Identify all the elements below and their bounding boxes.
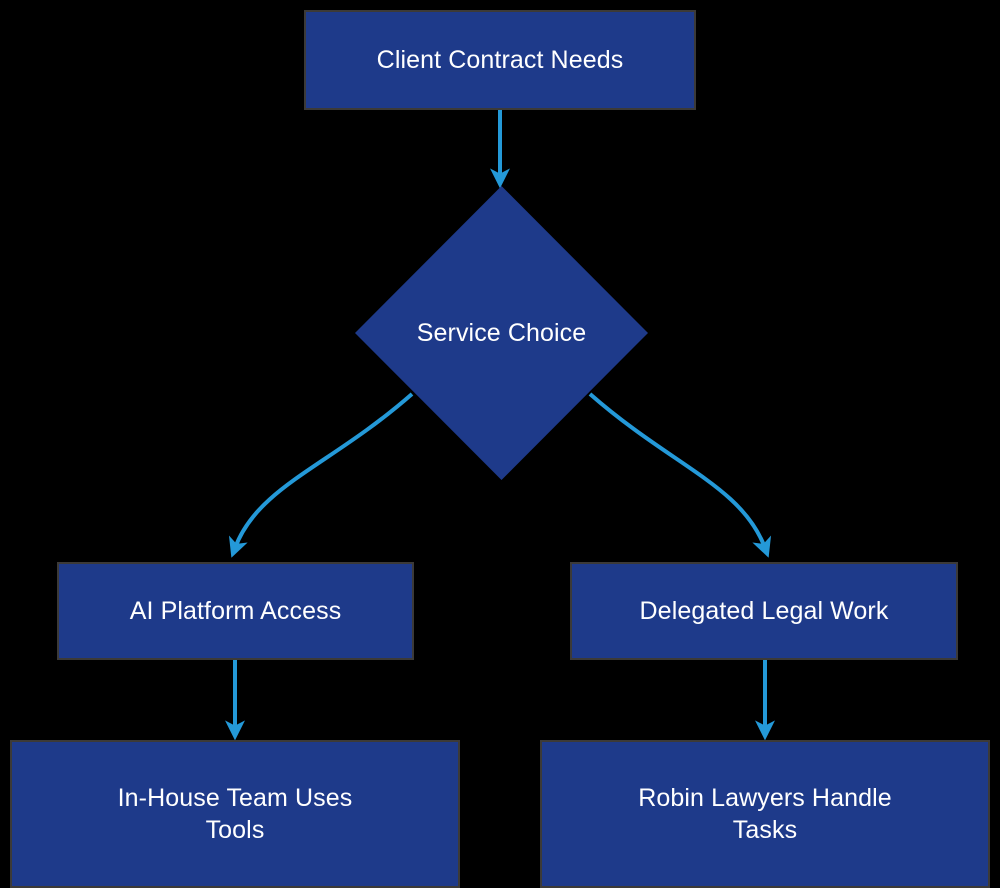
node-ai-platform-access[interactable]: AI Platform Access (57, 562, 414, 660)
node-label: Client Contract Needs (376, 46, 624, 74)
node-delegated-legal-work[interactable]: Delegated Legal Work (570, 562, 958, 660)
node-label: Service Choice (416, 318, 587, 347)
node-robin-lawyers-handle-tasks[interactable]: Robin Lawyers Handle Tasks (540, 740, 990, 888)
node-label: Robin Lawyers Handle Tasks (638, 784, 892, 844)
node-client-contract-needs[interactable]: Client Contract Needs (304, 10, 696, 110)
node-label: AI Platform Access (129, 597, 342, 625)
node-service-choice[interactable]: Service Choice (355, 186, 648, 480)
node-label: Delegated Legal Work (639, 597, 889, 625)
node-label: In-House Team Uses Tools (117, 784, 353, 844)
node-in-house-team-uses-tools[interactable]: In-House Team Uses Tools (10, 740, 460, 888)
